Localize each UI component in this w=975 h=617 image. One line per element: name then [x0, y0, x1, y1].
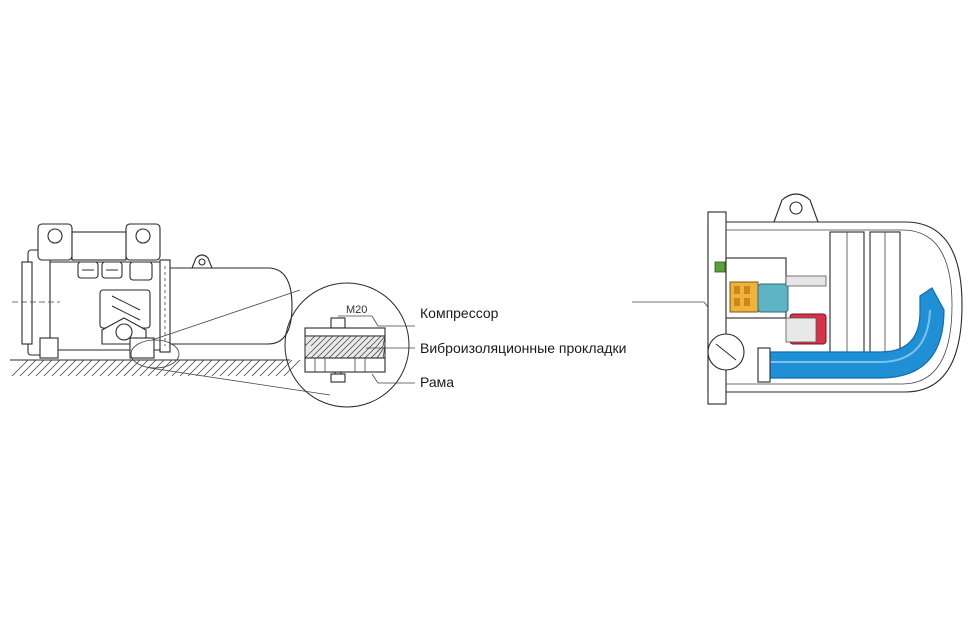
compressor-side-view: [10, 223, 301, 377]
ground-hatch-line: [235, 359, 253, 377]
ground-hatch-line: [227, 359, 245, 377]
ground-hatch-line: [243, 359, 261, 377]
ground-hatch-line: [59, 359, 77, 377]
label-vibration-pads: Виброизоляционные прокладки: [420, 340, 626, 356]
pad-hatch-line: [316, 335, 328, 347]
pad-hatch-line: [346, 335, 358, 347]
ground-hatch-line: [67, 359, 85, 377]
ground-hatch-line: [123, 359, 141, 377]
ground-hatch-line: [43, 359, 61, 377]
pad-hatch-line: [334, 345, 348, 359]
pad-hatch-line: [322, 345, 336, 359]
ground-hatch-line: [155, 359, 173, 377]
compressor-shell: [149, 267, 293, 345]
pad-hatch-line: [310, 335, 322, 347]
ground-hatch-line: [267, 359, 285, 377]
pad-hatch-line: [334, 335, 346, 347]
ground-hatch-line: [99, 359, 117, 377]
pad-hatch-line: [358, 335, 370, 347]
ground-hatch-line: [195, 359, 213, 377]
pad-hatch-line: [352, 345, 366, 359]
ground-hatch-line: [107, 359, 125, 377]
ground-hatch-line: [211, 359, 229, 377]
ground-hatch-line: [75, 359, 93, 377]
ground-hatch-line: [91, 359, 109, 377]
ground-hatch-line: [51, 359, 69, 377]
ground-hatch-line: [203, 359, 221, 377]
pad-hatch-line: [364, 335, 376, 347]
ground-hatch-line: [27, 359, 45, 377]
pad-hatch-line: [340, 335, 352, 347]
oil-pipe: [767, 287, 945, 379]
label-compressor: Компрессор: [420, 305, 499, 321]
pad-hatch-line: [322, 335, 334, 347]
ground-hatch-line: [275, 359, 293, 377]
ground-hatch-line: [163, 359, 181, 377]
pad-hatch-line: [382, 335, 386, 347]
ground-hatch-line: [171, 359, 189, 377]
pad-hatch-line: [304, 335, 316, 347]
ground-hatch-line: [251, 359, 269, 377]
teal-part: [757, 283, 789, 313]
ground-hatch-line: [131, 359, 149, 377]
ground-hatching: [10, 359, 301, 377]
ground-hatch-line: [259, 359, 277, 377]
detail-marker: [130, 339, 180, 369]
pad-hatch-line: [376, 335, 386, 347]
pad-hatch-line: [304, 345, 318, 359]
pad-hatch-line: [316, 345, 330, 359]
pad-hatch-line: [310, 345, 324, 359]
ground-hatch-line: [283, 359, 301, 377]
pad-hatch-line: [352, 335, 364, 347]
pad-hatch-line: [340, 345, 354, 359]
pad-hatch-line: [328, 345, 342, 359]
label-frame: Рама: [420, 374, 454, 390]
detail-circle: [284, 282, 410, 408]
pad-hatch-line: [370, 335, 382, 347]
ground-hatch-line: [179, 359, 197, 377]
separator-cutaway: [707, 193, 963, 405]
vibration-pad: [304, 335, 386, 359]
pad-hatch-line: [328, 335, 340, 347]
bolt-size-label: M20: [346, 304, 367, 316]
mounting-detail: M20: [284, 282, 410, 408]
ground-hatch-line: [11, 359, 29, 377]
ground-hatch-line: [139, 359, 157, 377]
ground-hatch-line: [19, 359, 37, 377]
ground-hatch-line: [83, 359, 101, 377]
ground-hatch-line: [219, 359, 237, 377]
ground-hatch-line: [35, 359, 53, 377]
frame-section: [304, 357, 386, 373]
ground-hatch-line: [115, 359, 133, 377]
pad-hatch-line: [346, 345, 360, 359]
ground-hatch-line: [187, 359, 205, 377]
